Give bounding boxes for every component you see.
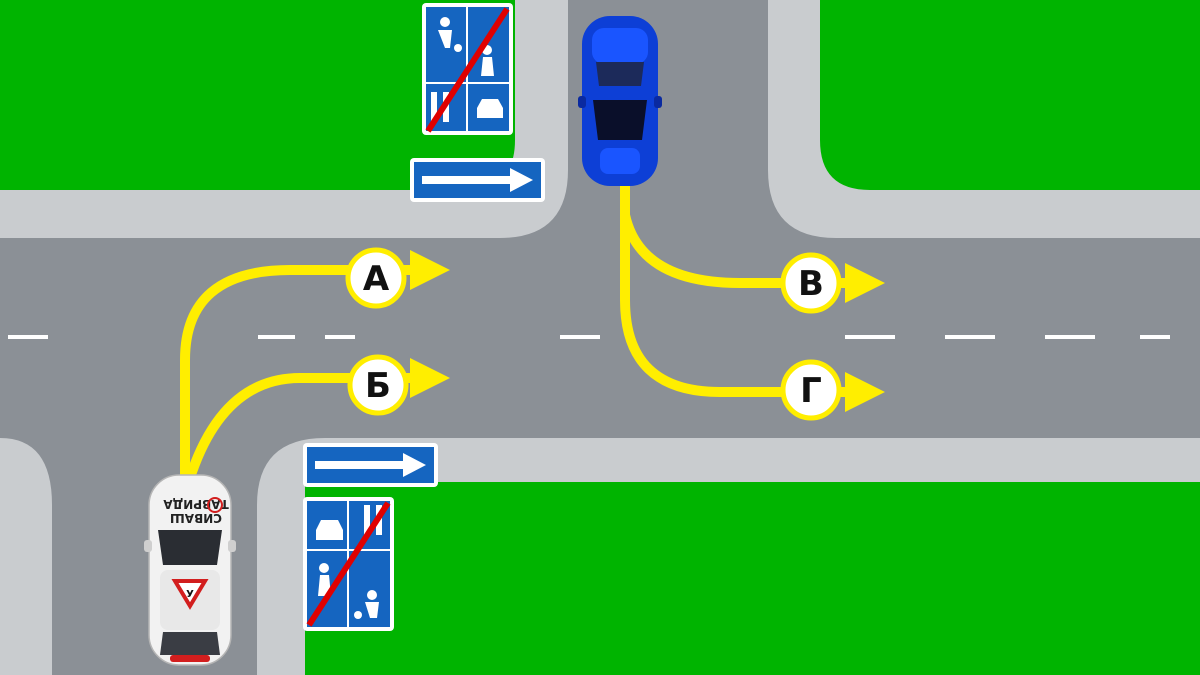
route-label-g: Г [780, 359, 842, 421]
route-label-v-text: В [798, 264, 824, 304]
route-label-a-text: А [363, 259, 390, 299]
driving-school-car-icon: ТАВРИДА СИВАШ У [144, 474, 236, 666]
car-brand-line1: ТАВРИДА [163, 497, 229, 511]
red-diagonal-bar [425, 7, 510, 133]
route-arrow-b [187, 358, 450, 477]
car-icon [477, 99, 503, 118]
car-logo-icon [207, 497, 223, 513]
one-way-sign-top [410, 158, 545, 202]
route-label-v: В [780, 252, 842, 314]
route-arrow-g [620, 195, 885, 412]
car-icon [316, 520, 343, 540]
child-playing-icon [438, 17, 462, 52]
route-label-b-text: Б [365, 366, 391, 406]
one-way-arrow-icon [315, 453, 426, 477]
child-playing-icon [354, 590, 379, 619]
route-arrow-a [180, 250, 450, 485]
end-residential-zone-sign-top [422, 3, 513, 135]
route-label-g-text: Г [800, 371, 822, 411]
one-way-sign-bottom [303, 443, 438, 487]
one-way-arrow-icon [422, 168, 533, 192]
car-brand-line2: СИВАШ [170, 511, 222, 525]
learner-driver-badge: У [171, 579, 209, 610]
red-diagonal-bar [306, 501, 391, 627]
route-label-b: Б [347, 354, 409, 416]
learner-badge-text: У [186, 589, 194, 600]
route-label-a: А [345, 247, 407, 309]
end-residential-zone-sign-bottom [303, 497, 394, 631]
route-arrows [180, 180, 885, 485]
blue-car-icon [578, 16, 662, 186]
